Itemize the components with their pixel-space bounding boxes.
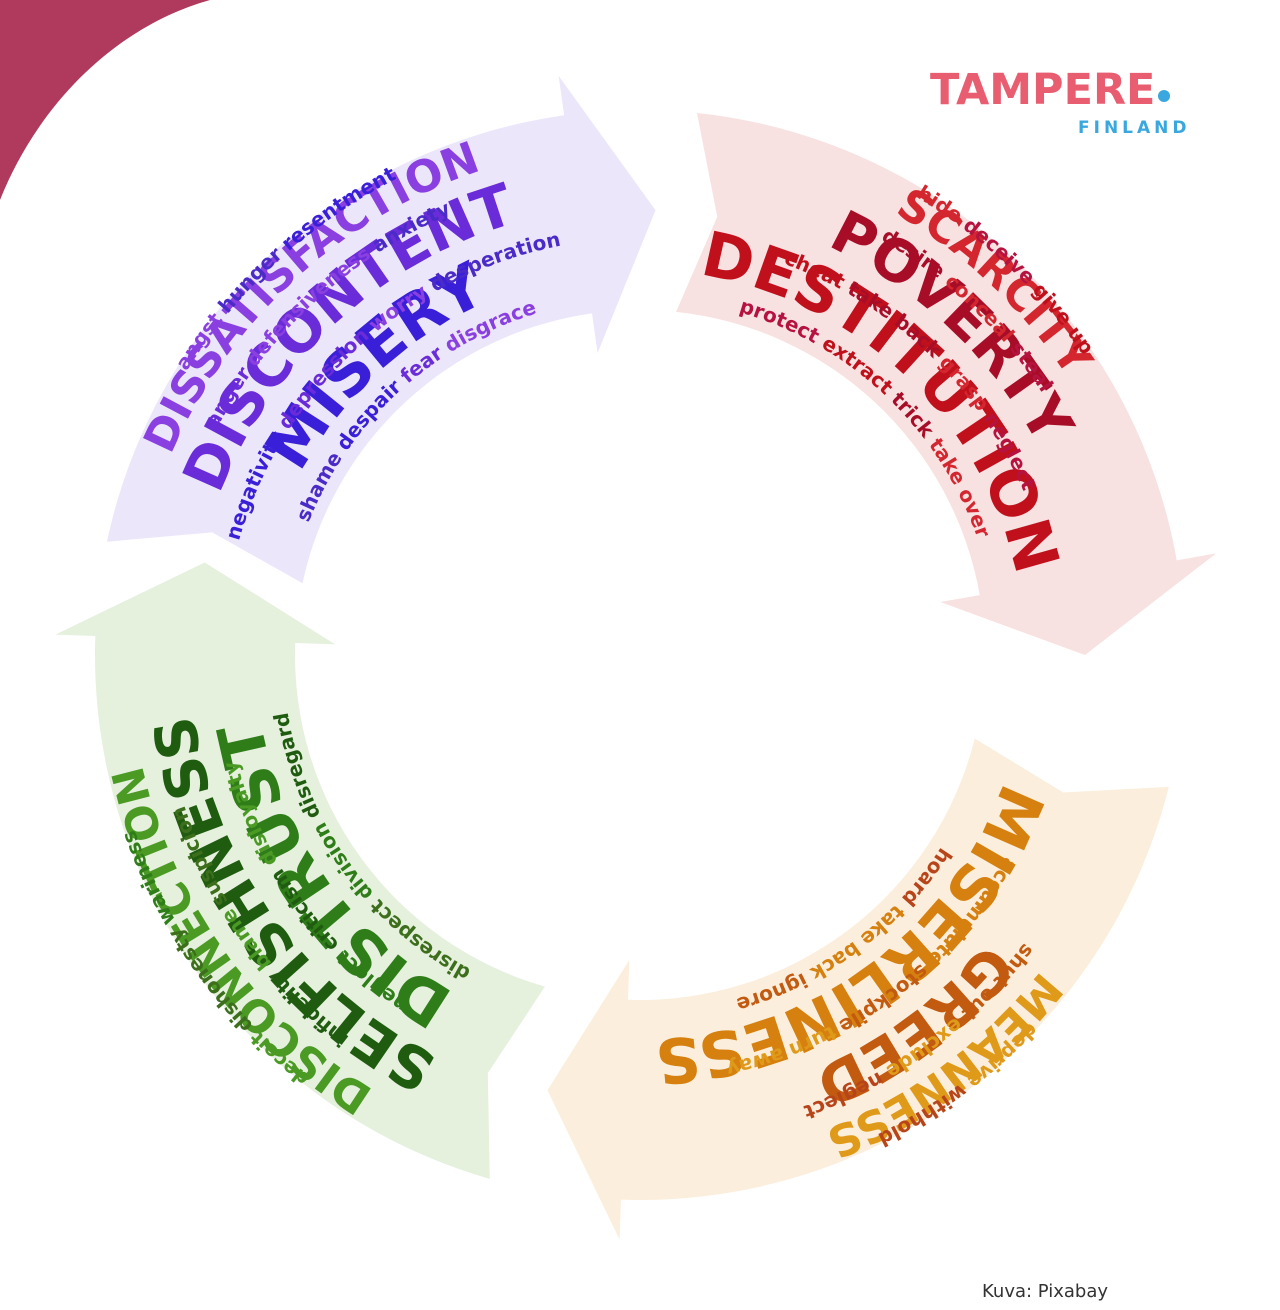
- arrow-band-purple: [106, 75, 656, 584]
- logo-subtitle: FINLAND: [1078, 118, 1191, 138]
- arrow-band-green: [55, 562, 545, 1179]
- tampere-finland-logo: TAMPERE FINLAND: [930, 68, 1220, 138]
- image-credit: Kuva: Pixabay: [982, 1281, 1109, 1302]
- arrow-band-red: [676, 112, 1217, 655]
- logo-wordmark: TAMPERE: [930, 68, 1220, 112]
- arrow-band-orange: [547, 738, 1169, 1240]
- logo-dot-icon: [1158, 90, 1171, 102]
- corner-decoration: [0, 0, 210, 200]
